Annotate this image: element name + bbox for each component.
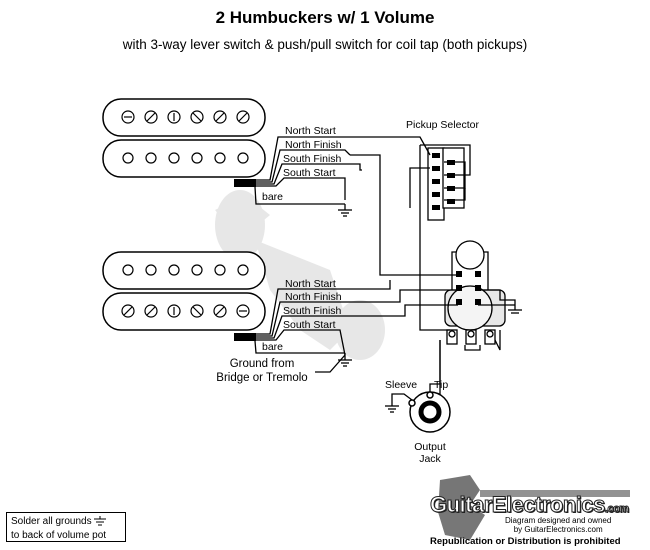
bridge-wire-label: North Finish xyxy=(285,291,342,303)
brand-name: GuitarElectronics xyxy=(430,492,606,518)
connection-wires xyxy=(340,136,516,401)
note-line: Solder all grounds xyxy=(11,516,92,527)
neck-wire-labels: North Start North Finish South Finish So… xyxy=(262,125,342,203)
rights-notice: Republication or Distribution is prohibi… xyxy=(430,536,621,547)
neck-wire-label: North Finish xyxy=(285,139,342,151)
ground-from-label: Ground from xyxy=(230,358,295,370)
jack-wires xyxy=(391,340,441,406)
ground-symbol xyxy=(508,304,522,314)
note-line: to back of volume pot xyxy=(11,530,107,541)
credit-line: Diagram designed and owned xyxy=(505,516,612,525)
bridge-tremolo-label: Bridge or Tremolo xyxy=(216,372,307,384)
neck-wire-label: North Start xyxy=(285,125,336,137)
credit: Diagram designed and owned by GuitarElec… xyxy=(505,516,611,534)
jack-name-label: Jack xyxy=(419,453,441,465)
bridge-wire-bundle xyxy=(234,333,256,341)
neck-wires xyxy=(254,136,351,205)
logo-guitar-icon xyxy=(438,475,630,540)
ground-symbol xyxy=(338,204,352,217)
neck-wire-bundle xyxy=(234,179,256,187)
jack-tip-label: Tip xyxy=(434,379,448,391)
brand-logo: GuitarElectronics.com xyxy=(430,492,630,518)
pickup-selector-label: Pickup Selector xyxy=(406,119,479,131)
pot-lugs xyxy=(446,329,496,345)
neck-humbucker xyxy=(102,98,266,178)
bridge-wires xyxy=(254,288,346,373)
watermark-figure xyxy=(215,190,385,360)
brand-suffix: .com xyxy=(604,503,629,516)
neck-wire-label: South Start xyxy=(283,167,336,179)
credit-line: by GuitarElectronics.com xyxy=(513,525,603,534)
jack-name-label: Output xyxy=(414,441,446,453)
diagram-title: 2 Humbuckers w/ 1 Volume xyxy=(215,8,435,27)
bridge-wire-label: South Start xyxy=(283,319,336,331)
bridge-bare-label: bare xyxy=(262,341,283,353)
diagram-subtitle: with 3-way lever switch & push/pull swit… xyxy=(122,37,528,52)
ground-symbol xyxy=(338,353,352,367)
bridge-wire-label: South Finish xyxy=(283,305,342,317)
neck-wire-label: South Finish xyxy=(283,153,342,165)
output-jack xyxy=(408,391,451,433)
bridge-wire-labels: North Start North Finish South Finish So… xyxy=(262,278,342,353)
push-pull-lugs xyxy=(456,271,481,305)
neck-bare-label: bare xyxy=(262,191,283,203)
ground-symbol xyxy=(385,405,399,413)
jack-sleeve-label: Sleeve xyxy=(385,379,417,391)
bridge-wire-label: North Start xyxy=(285,278,336,290)
ground-note-box: Solder all grounds to back of volume pot xyxy=(6,512,126,542)
bridge-humbucker xyxy=(102,251,266,331)
neck-pole-screws xyxy=(121,110,250,164)
ground-icon xyxy=(94,516,107,526)
bridge-pole-screws xyxy=(121,264,250,318)
